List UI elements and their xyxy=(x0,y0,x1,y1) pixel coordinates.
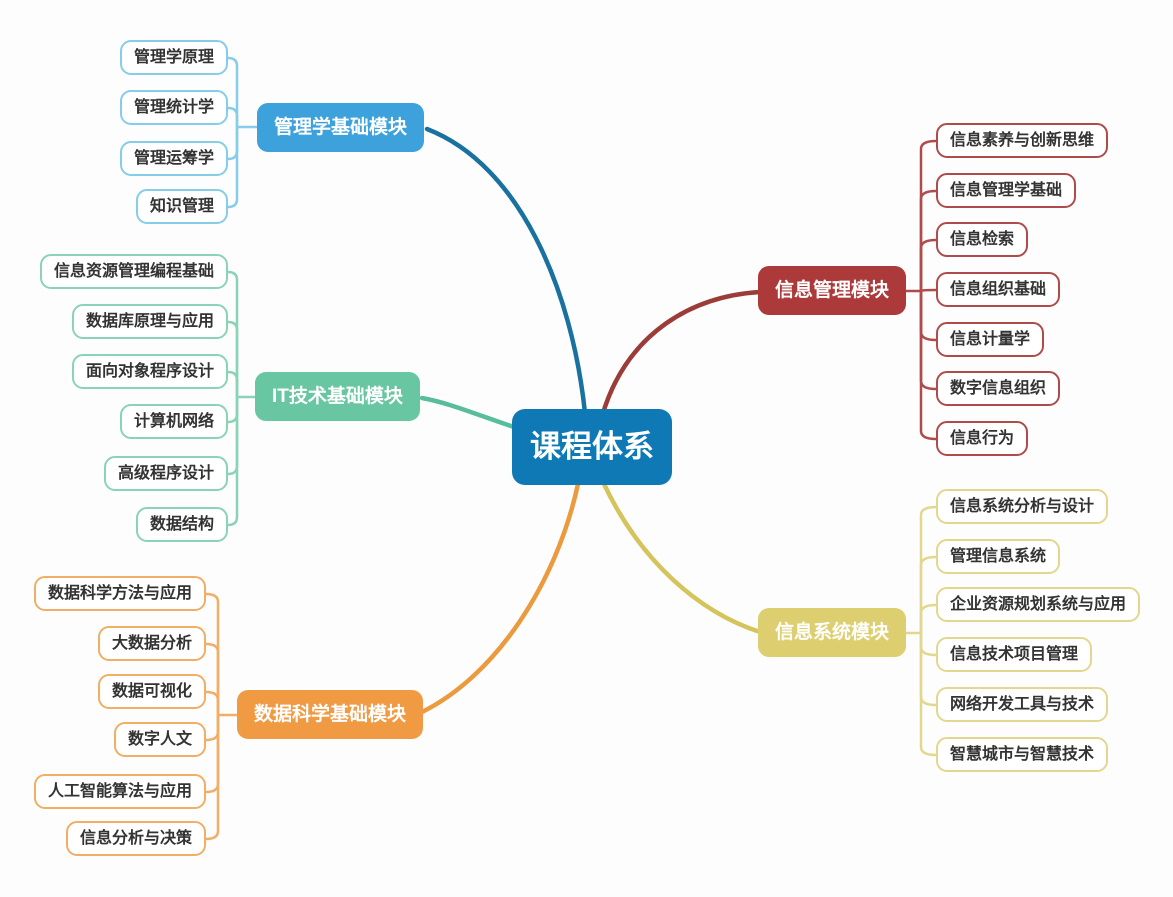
subtopic-node[interactable]: 信息计量学 xyxy=(936,322,1045,357)
subtopic-node[interactable]: 信息素养与创新思维 xyxy=(936,123,1109,158)
connector-line xyxy=(919,291,937,441)
connector-line xyxy=(919,291,937,342)
connector-line xyxy=(227,106,239,127)
subtopic-node[interactable]: 信息行为 xyxy=(936,421,1029,456)
branch-topic-info-management[interactable]: 信息管理模块 xyxy=(757,266,906,315)
connector-line xyxy=(205,715,220,841)
connector-line xyxy=(205,642,220,715)
connector-line xyxy=(919,238,937,291)
subtopic-node[interactable]: 数据可视化 xyxy=(97,674,206,709)
subtopic-node[interactable]: 智慧城市与智慧技术 xyxy=(936,737,1109,772)
subtopic-node[interactable]: 管理运筹学 xyxy=(119,141,228,176)
branch-topic-management[interactable]: 管理学基础模块 xyxy=(257,103,425,152)
root-topic[interactable]: 课程体系 xyxy=(512,409,672,485)
connector-line xyxy=(919,633,937,757)
connector-line xyxy=(227,397,239,424)
subtopic-node[interactable]: 信息组织基础 xyxy=(936,272,1061,307)
connector-line xyxy=(919,288,937,293)
subtopic-node[interactable]: 知识管理 xyxy=(135,189,228,224)
trunk-data-science xyxy=(419,481,581,715)
connector-line xyxy=(919,505,937,633)
subtopic-node[interactable]: 数据结构 xyxy=(135,507,228,542)
subtopic-node[interactable]: 数字信息组织 xyxy=(936,371,1061,406)
connector-line xyxy=(205,592,220,715)
subtopic-node[interactable]: 数据库原理与应用 xyxy=(71,304,228,339)
trunk-it xyxy=(419,395,517,430)
branch-topic-info-systems[interactable]: 信息系统模块 xyxy=(757,608,906,657)
subtopic-node[interactable]: 高级程序设计 xyxy=(103,456,228,491)
trunk-info-systems xyxy=(601,481,763,635)
subtopic-node[interactable]: 人工智能算法与应用 xyxy=(33,774,206,809)
connector-line xyxy=(205,715,220,794)
bracket-info-systems xyxy=(906,505,937,757)
connector-line xyxy=(205,715,220,742)
connector-line xyxy=(919,189,937,291)
connector-line xyxy=(227,56,239,127)
subtopic-node[interactable]: 信息分析与决策 xyxy=(65,821,206,856)
subtopic-node[interactable]: 面向对象程序设计 xyxy=(71,354,228,389)
subtopic-node[interactable]: 计算机网络 xyxy=(119,404,228,439)
bracket-info-management xyxy=(906,139,937,441)
connector-line xyxy=(919,603,937,633)
connector-line xyxy=(227,127,239,161)
connector-line xyxy=(227,397,239,527)
bracket-data-science xyxy=(205,592,237,841)
subtopic-node[interactable]: 信息资源管理编程基础 xyxy=(39,254,228,289)
connector-line xyxy=(227,320,239,397)
subtopic-node[interactable]: 大数据分析 xyxy=(97,626,206,661)
subtopic-node[interactable]: 信息技术项目管理 xyxy=(936,637,1093,672)
connector-line xyxy=(919,555,937,633)
branch-topic-it[interactable]: IT技术基础模块 xyxy=(255,372,420,421)
bracket-management xyxy=(227,56,257,209)
subtopic-node[interactable]: 管理统计学 xyxy=(119,90,228,125)
connector-line xyxy=(205,690,220,715)
subtopic-node[interactable]: 数据科学方法与应用 xyxy=(33,576,206,611)
subtopic-node[interactable]: 企业资源规划系统与应用 xyxy=(936,587,1141,622)
connector-line xyxy=(919,633,937,657)
connector-line xyxy=(227,370,239,397)
subtopic-node[interactable]: 管理学原理 xyxy=(119,40,228,75)
connector-line xyxy=(227,127,239,209)
connector-line xyxy=(227,270,239,397)
connector-line xyxy=(919,139,937,291)
trunk-info-management xyxy=(600,289,763,416)
subtopic-node[interactable]: 管理信息系统 xyxy=(936,539,1061,574)
subtopic-node[interactable]: 网络开发工具与技术 xyxy=(936,687,1109,722)
branch-topic-data-science[interactable]: 数据科学基础模块 xyxy=(237,690,424,739)
trunk-management xyxy=(424,126,588,416)
bracket-it xyxy=(227,270,255,527)
connector-line xyxy=(227,397,239,476)
subtopic-node[interactable]: 数字人文 xyxy=(113,722,206,757)
subtopic-node[interactable]: 信息系统分析与设计 xyxy=(936,489,1109,524)
subtopic-node[interactable]: 信息检索 xyxy=(936,222,1029,257)
subtopic-node[interactable]: 信息管理学基础 xyxy=(936,173,1077,208)
connector-line xyxy=(919,633,937,707)
